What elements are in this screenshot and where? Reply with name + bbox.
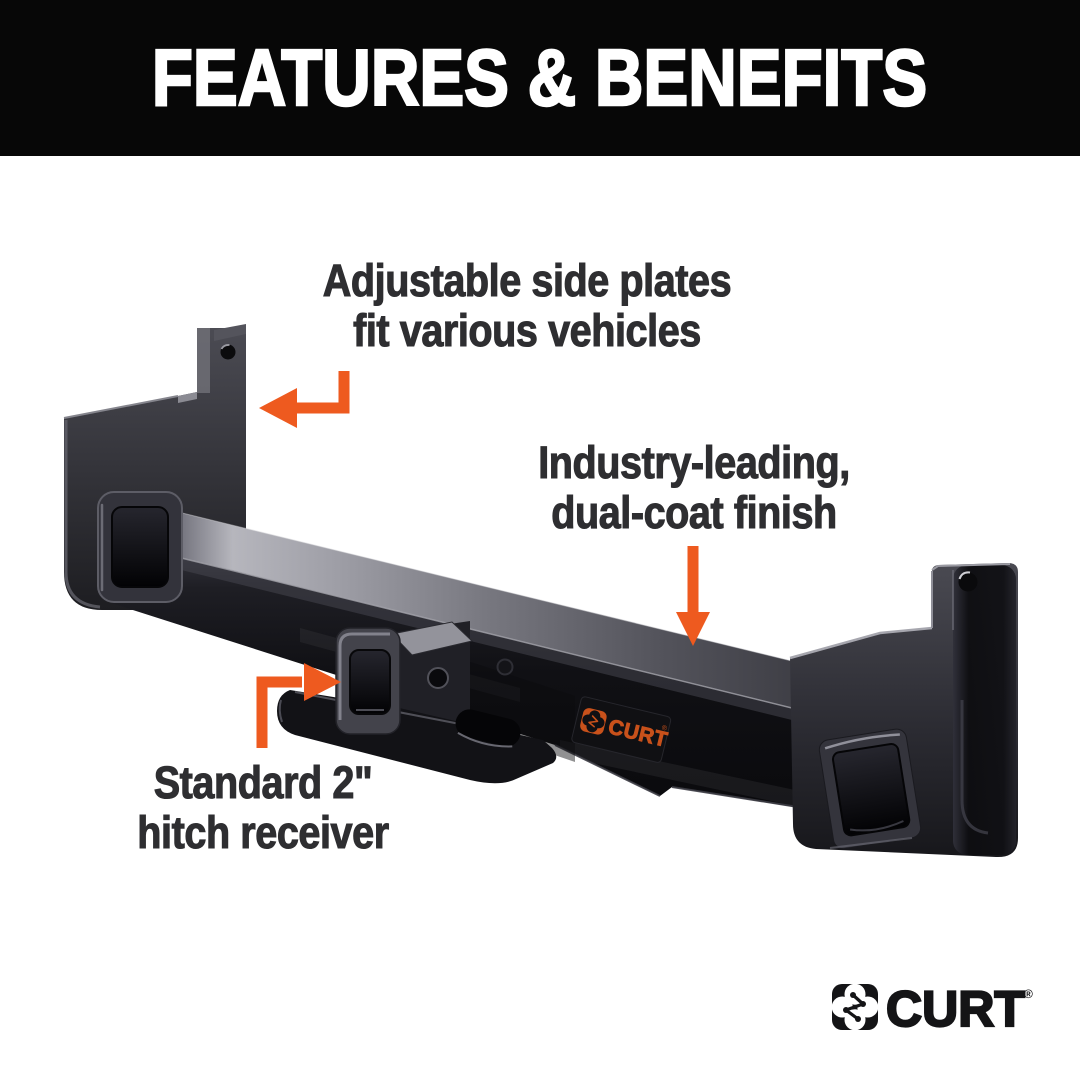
callout-finish: Industry-leading, dual-coat finish [538, 437, 851, 538]
right-side-plate [789, 563, 1018, 858]
curt-logo-registered: ® [1024, 987, 1033, 1001]
header-bar: FEATURES & BENEFITS [0, 0, 1080, 156]
hitch-pin-hole [427, 667, 449, 689]
curt-logo-wordmark: CURT [886, 981, 1025, 1037]
right-plate-bolt-hole [958, 572, 978, 592]
curt-logo-icon [831, 983, 879, 1031]
callout-side-plates: Adjustable side plates fit various vehic… [322, 255, 732, 356]
callout-receiver: Standard 2" hitch receiver [137, 757, 390, 858]
callout-line: Adjustable side plates [322, 255, 732, 306]
curt-sticker-icon [580, 708, 607, 735]
curt-sticker: CURT ® [571, 696, 672, 763]
arrow-finish-icon [676, 546, 710, 646]
receiver-assembly [277, 621, 557, 784]
arrow-receiver-icon [256, 663, 341, 748]
callout-line: fit various vehicles [353, 305, 702, 356]
receiver-collar [335, 627, 401, 735]
tube-left-end-opening [97, 491, 183, 603]
receiver-opening [349, 649, 391, 715]
tube-right-end-opening [818, 728, 922, 850]
callout-line: hitch receiver [137, 807, 390, 858]
left-plate-bolt-hole [220, 344, 236, 360]
safety-chain-slot [455, 709, 521, 748]
curt-sticker-registered: ® [661, 724, 669, 733]
callout-line: Industry-leading, [538, 437, 851, 488]
callout-line: dual-coat finish [551, 487, 838, 538]
arrow-side-plates-icon [259, 371, 350, 428]
crossbar-dimple-hole [496, 658, 514, 676]
page-title: FEATURES & BENEFITS [151, 32, 928, 124]
curt-logo: CURT ® [831, 980, 1033, 1038]
callout-line: Standard 2" [153, 757, 373, 808]
